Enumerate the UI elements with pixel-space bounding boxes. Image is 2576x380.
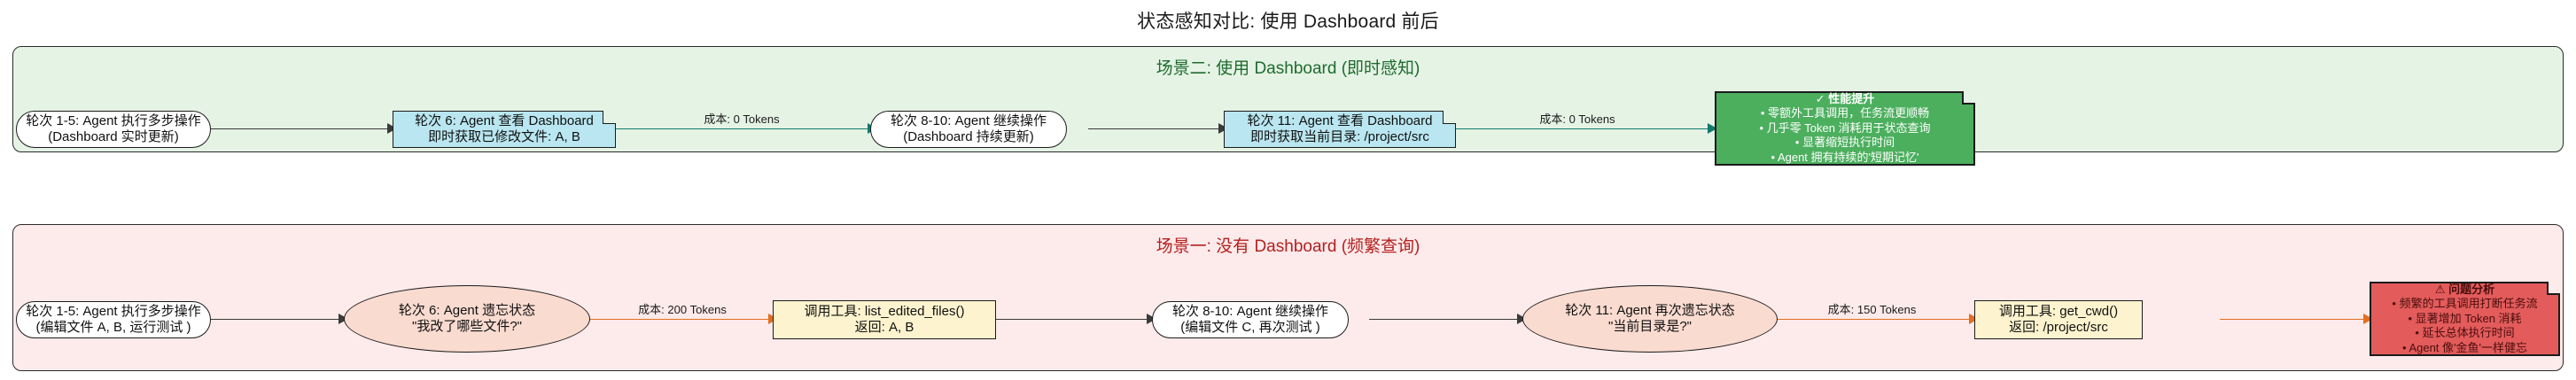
node-turn-6-forgot-state[interactable]: 轮次 6: Agent 遗忘状态 "我改了哪些文件?" bbox=[344, 285, 590, 353]
node-line: (Dashboard 持续更新) bbox=[903, 129, 1034, 144]
summary-line: • 频繁的工具调用打断任务流 bbox=[2392, 297, 2538, 311]
node-turns-1-5-nodash[interactable]: 轮次 1-5: Agent 执行多步操作 (编辑文件 A, B, 运行测试 ) bbox=[16, 301, 211, 338]
node-tool-call-list-edited-files[interactable]: 调用工具: list_edited_files() 返回: A, B bbox=[773, 300, 996, 339]
node-turns-8-10-dashboard[interactable]: 轮次 8-10: Agent 继续操作 (Dashboard 持续更新) bbox=[870, 111, 1067, 148]
edge-d1-arrow bbox=[387, 122, 397, 134]
edge-n1 bbox=[208, 319, 341, 320]
edge-d4 bbox=[1444, 128, 1710, 129]
node-turn-6-view-dashboard[interactable]: 轮次 6: Agent 查看 Dashboard 即时获取已修改文件: A, B bbox=[393, 111, 616, 148]
edge-label-d4: 成本: 0 Tokens bbox=[1539, 112, 1615, 126]
edge-label-d2: 成本: 0 Tokens bbox=[704, 112, 780, 126]
summary-line: • 显著增加 Token 消耗 bbox=[2408, 311, 2522, 325]
node-line: "当前目录是?" bbox=[1608, 319, 1692, 334]
summary-line: • 几乎零 Token 消耗用于状态查询 bbox=[1759, 120, 1931, 135]
node-tool-call-get-cwd[interactable]: 调用工具: get_cwd() 返回: /project/src bbox=[1974, 300, 2143, 339]
node-line: 轮次 6: Agent 查看 Dashboard bbox=[415, 112, 594, 128]
node-line: 轮次 11: Agent 查看 Dashboard bbox=[1247, 112, 1433, 128]
node-line: (编辑文件 A, B, 运行测试 ) bbox=[35, 320, 191, 335]
summary-line: • 显著缩短执行时间 bbox=[1794, 136, 1895, 150]
edge-n3 bbox=[994, 319, 1149, 320]
edge-n2 bbox=[588, 319, 771, 320]
node-line: 返回: /project/src bbox=[2009, 320, 2108, 335]
node-line: 调用工具: list_edited_files() bbox=[804, 303, 965, 319]
node-line: 返回: A, B bbox=[854, 320, 914, 335]
node-line: 轮次 6: Agent 遗忘状态 bbox=[398, 302, 536, 318]
edge-d4-arrow bbox=[1708, 122, 1717, 134]
edge-n4-arrow bbox=[1517, 313, 1527, 324]
edge-n6 bbox=[2220, 319, 2366, 320]
edge-n6-arrow bbox=[2363, 313, 2373, 324]
subgraph-title-with-dashboard: 场景二: 使用 Dashboard (即时感知) bbox=[1156, 59, 1420, 78]
node-line: "我改了哪些文件?" bbox=[412, 319, 522, 334]
summary-line: • Agent 像'金鱼'一样健忘 bbox=[2402, 340, 2527, 354]
summary-header: ✓ 性能提升 bbox=[1815, 92, 1875, 106]
node-line: (Dashboard 实时更新) bbox=[48, 129, 179, 144]
node-turn-11-forgot-again[interactable]: 轮次 11: Agent 再次遗忘状态 "当前目录是?" bbox=[1522, 285, 1778, 353]
node-problem-summary[interactable]: ⚠ 问题分析 • 频繁的工具调用打断任务流 • 显著增加 Token 消耗 • … bbox=[2370, 282, 2560, 356]
page-title: 状态感知对比: 使用 Dashboard 前后 bbox=[1137, 12, 1439, 32]
node-line: (编辑文件 C, 再次测试 ) bbox=[1180, 320, 1320, 335]
summary-line: • 零额外工具调用，任务流更顺畅 bbox=[1760, 106, 1930, 120]
node-line: 即时获取已修改文件: A, B bbox=[428, 129, 580, 144]
node-line: 即时获取当前目录: /project/src bbox=[1250, 129, 1429, 144]
node-line: 调用工具: get_cwd() bbox=[1998, 303, 2119, 319]
summary-header: ⚠ 问题分析 bbox=[2434, 283, 2495, 297]
node-line: 轮次 8-10: Agent 继续操作 bbox=[1172, 303, 1328, 319]
edge-label-n2: 成本: 200 Tokens bbox=[638, 303, 727, 316]
edge-d2 bbox=[613, 128, 870, 129]
edge-n5-arrow bbox=[1969, 313, 1979, 324]
edge-n4 bbox=[1369, 319, 1520, 320]
node-performance-summary[interactable]: ✓ 性能提升 • 零额外工具调用，任务流更顺畅 • 几乎零 Token 消耗用于… bbox=[1715, 91, 1975, 166]
edge-d3 bbox=[1088, 128, 1221, 129]
node-line: 轮次 1-5: Agent 执行多步操作 bbox=[26, 112, 201, 128]
node-turn-11-view-dashboard[interactable]: 轮次 11: Agent 查看 Dashboard 即时获取当前目录: /pro… bbox=[1224, 111, 1456, 148]
node-line: 轮次 8-10: Agent 继续操作 bbox=[891, 112, 1047, 128]
summary-line: • Agent 拥有持续的'短期记忆' bbox=[1771, 150, 1919, 164]
node-line: 轮次 1-5: Agent 执行多步操作 bbox=[26, 303, 201, 319]
edge-d3-arrow bbox=[1218, 122, 1228, 134]
subgraph-title-no-dashboard: 场景一: 没有 Dashboard (频繁查询) bbox=[1156, 237, 1420, 256]
node-line: 轮次 11: Agent 再次遗忘状态 bbox=[1565, 302, 1735, 318]
node-turns-8-10-nodash[interactable]: 轮次 8-10: Agent 继续操作 (编辑文件 C, 再次测试 ) bbox=[1152, 301, 1349, 338]
summary-line: • 延长总体执行时间 bbox=[2415, 326, 2515, 340]
edge-n1-arrow bbox=[339, 313, 348, 324]
edge-n5 bbox=[1772, 319, 1972, 320]
node-turns-1-5-dashboard[interactable]: 轮次 1-5: Agent 执行多步操作 (Dashboard 实时更新) bbox=[16, 111, 211, 148]
edge-d1 bbox=[208, 128, 390, 129]
edge-label-n5: 成本: 150 Tokens bbox=[1827, 303, 1917, 316]
